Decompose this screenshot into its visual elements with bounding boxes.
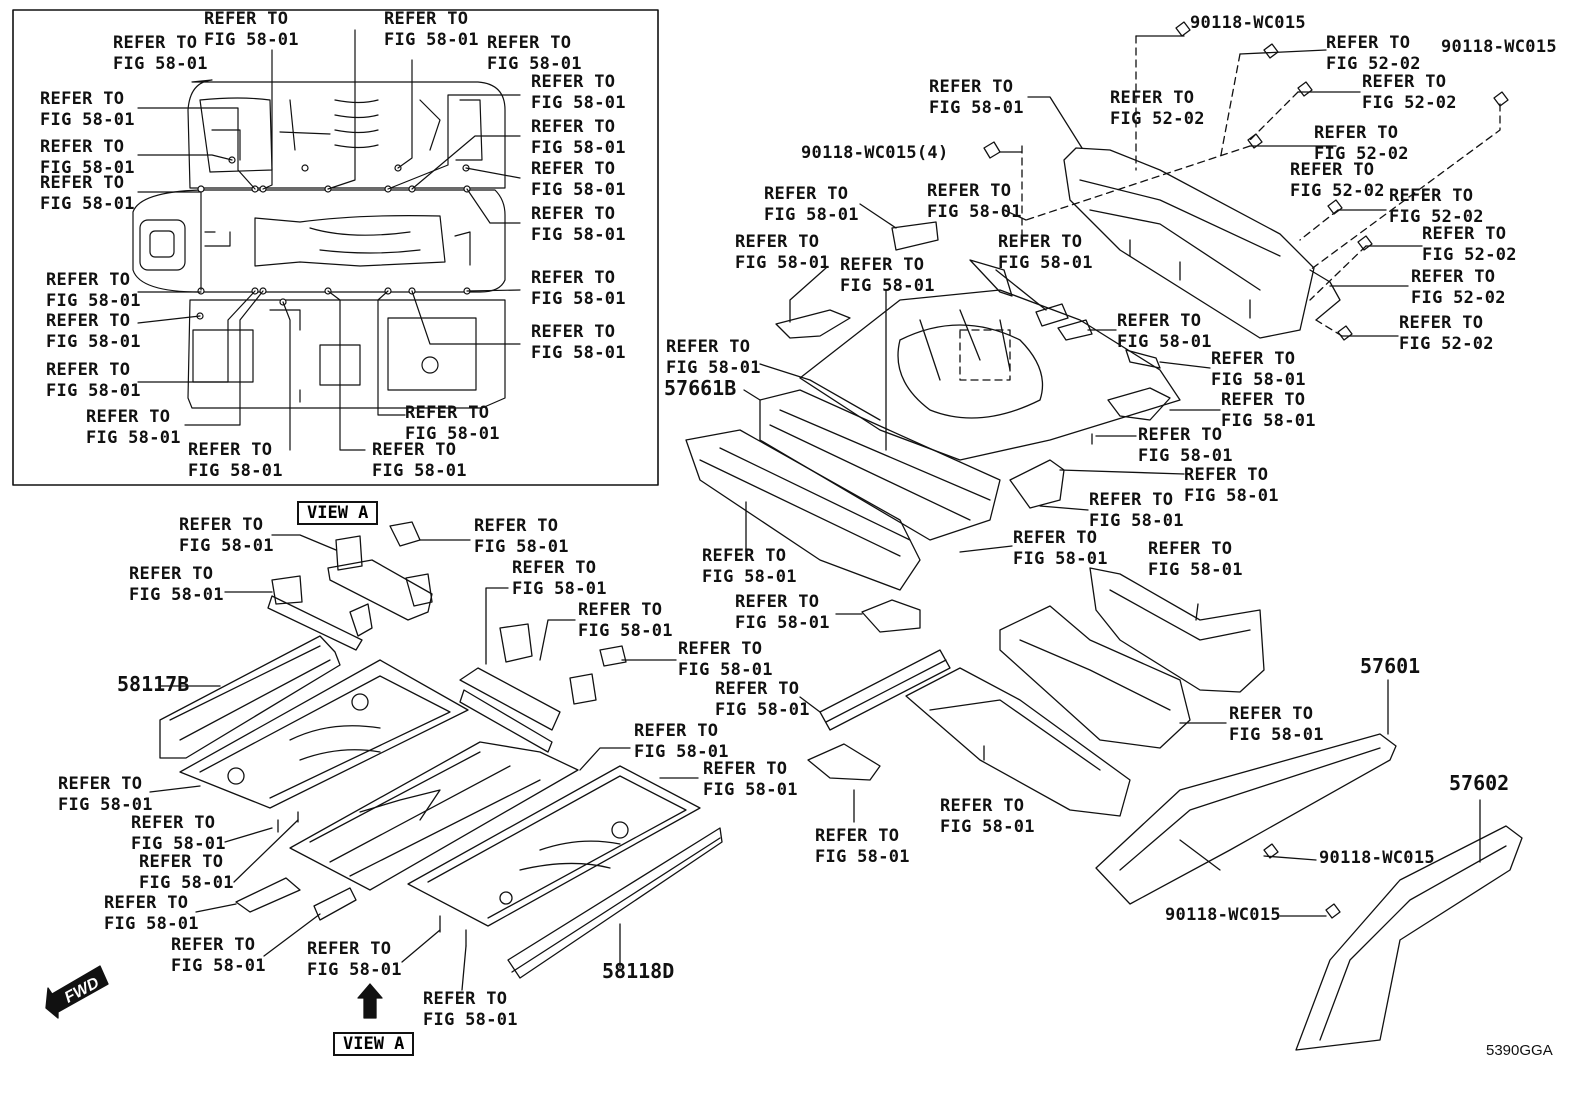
callout-inset-04: REFER TO FIG 58-01 [487, 33, 582, 74]
callout-la-07: REFER TO FIG 58-01 [634, 721, 729, 762]
callout-ur-52-05: REFER TO FIG 52-02 [1290, 160, 1385, 201]
callout-ur-12: REFER TO FIG 58-01 [1184, 465, 1279, 506]
illustration-code: 5390GGA [1486, 1042, 1553, 1059]
callout-ur-16: REFER TO FIG 58-01 [1148, 539, 1243, 580]
callout-la-03: REFER TO FIG 58-01 [512, 558, 607, 599]
part-number-57661B: 57661B [664, 376, 737, 400]
callout-ur-52-07: REFER TO FIG 52-02 [1422, 224, 1517, 265]
bolt-label-4: 90118-WC015 [1165, 905, 1281, 925]
callout-inset-08: REFER TO FIG 58-01 [40, 137, 135, 178]
callout-ur-05: REFER TO FIG 58-01 [998, 232, 1093, 273]
callout-la-04: REFER TO FIG 58-01 [129, 564, 224, 605]
bolt-label-4x: 90118-WC015(4) [801, 143, 949, 163]
callout-inset-16: REFER TO FIG 58-01 [46, 360, 141, 401]
callout-la-10: REFER TO FIG 58-01 [131, 813, 226, 854]
callout-inset-11: REFER TO FIG 58-01 [531, 204, 626, 245]
callout-ur-52-06: REFER TO FIG 52-02 [1389, 186, 1484, 227]
view-a-label-top: VIEW A [297, 501, 379, 525]
callout-la-05: REFER TO FIG 58-01 [578, 600, 673, 641]
callout-ur-52-09: REFER TO FIG 52-02 [1399, 313, 1494, 354]
bolt-label-1: 90118-WC015 [1190, 13, 1306, 33]
callout-inset-06: REFER TO FIG 58-01 [40, 89, 135, 130]
callout-inset-05: REFER TO FIG 58-01 [531, 72, 626, 113]
callout-ur-10: REFER TO FIG 58-01 [1221, 390, 1316, 431]
callout-inset-19: REFER TO FIG 58-01 [188, 440, 283, 481]
callout-inset-14: REFER TO FIG 58-01 [46, 311, 141, 352]
callout-la-02: REFER TO FIG 58-01 [474, 516, 569, 557]
bolt-label-3: 90118-WC015 [1319, 848, 1435, 868]
fwd-arrow-icon [45, 965, 109, 1019]
callout-inset-15: REFER TO FIG 58-01 [531, 322, 626, 363]
bolt-label-2: 90118-WC015 [1441, 37, 1557, 57]
view-a-assembly [149, 521, 723, 1019]
callout-ur-52-02: REFER TO FIG 52-02 [1362, 72, 1457, 113]
callout-la-13: REFER TO FIG 58-01 [171, 935, 266, 976]
callout-inset-09: REFER TO FIG 58-01 [531, 159, 626, 200]
callout-ur-09: REFER TO FIG 58-01 [1211, 349, 1306, 390]
callout-ur-13: REFER TO FIG 58-01 [1089, 490, 1184, 531]
callout-inset-13: REFER TO FIG 58-01 [531, 268, 626, 309]
callout-ur-08: REFER TO FIG 58-01 [666, 337, 761, 378]
callout-ur-03: REFER TO FIG 58-01 [764, 184, 859, 225]
callout-lr-01: REFER TO FIG 58-01 [715, 679, 810, 720]
callout-ur-52-04: REFER TO FIG 52-02 [1314, 123, 1409, 164]
callout-ur-01: REFER TO FIG 58-01 [929, 77, 1024, 118]
part-number-57601: 57601 [1360, 654, 1421, 678]
callout-la-01: REFER TO FIG 58-01 [179, 515, 274, 556]
callout-la-06: REFER TO FIG 58-01 [678, 639, 773, 680]
callout-ur-52-08: REFER TO FIG 52-02 [1411, 267, 1506, 308]
callout-la-15: REFER TO FIG 58-01 [423, 989, 518, 1030]
callout-ur-02: REFER TO FIG 58-01 [927, 181, 1022, 222]
callout-inset-07: REFER TO FIG 58-01 [531, 117, 626, 158]
part-number-58118D: 58118D [602, 959, 675, 983]
callout-lr-03: REFER TO FIG 58-01 [940, 796, 1035, 837]
callout-ur-15: REFER TO FIG 58-01 [702, 546, 797, 587]
callout-inset-18: REFER TO FIG 58-01 [86, 407, 181, 448]
callout-inset-01: REFER TO FIG 58-01 [204, 9, 299, 50]
callout-inset-20: REFER TO FIG 58-01 [372, 440, 467, 481]
callout-ur-14: REFER TO FIG 58-01 [1013, 528, 1108, 569]
callout-la-09: REFER TO FIG 58-01 [58, 774, 153, 815]
callout-inset-17: REFER TO FIG 58-01 [405, 403, 500, 444]
callout-la-12: REFER TO FIG 58-01 [104, 893, 199, 934]
part-number-57602: 57602 [1449, 771, 1510, 795]
inset-underbody [132, 29, 521, 451]
callout-ur-52-03: REFER TO FIG 52-02 [1110, 88, 1205, 129]
callout-ur-11: REFER TO FIG 58-01 [1138, 425, 1233, 466]
part-number-58117B: 58117B [117, 672, 190, 696]
callout-inset-02: REFER TO FIG 58-01 [384, 9, 479, 50]
callout-la-14: REFER TO FIG 58-01 [307, 939, 402, 980]
callout-inset-12: REFER TO FIG 58-01 [46, 270, 141, 311]
view-a-label-bottom: VIEW A [333, 1032, 415, 1056]
callout-ur-07: REFER TO FIG 58-01 [1117, 311, 1212, 352]
callout-ur-04: REFER TO FIG 58-01 [735, 232, 830, 273]
inset-frame [12, 9, 659, 486]
callout-lr-04: REFER TO FIG 58-01 [815, 826, 910, 867]
callout-ur-17: REFER TO FIG 58-01 [735, 592, 830, 633]
callout-la-11: REFER TO FIG 58-01 [139, 852, 234, 893]
callout-ur-06: REFER TO FIG 58-01 [840, 255, 935, 296]
callout-ur-52-01: REFER TO FIG 52-02 [1326, 33, 1421, 74]
callout-la-08: REFER TO FIG 58-01 [703, 759, 798, 800]
lower-right-rails [799, 567, 1523, 1051]
upper-right-assembly [685, 21, 1509, 633]
callout-inset-03: REFER TO FIG 58-01 [113, 33, 208, 74]
callout-lr-02: REFER TO FIG 58-01 [1229, 704, 1324, 745]
callout-inset-10: REFER TO FIG 58-01 [40, 173, 135, 214]
